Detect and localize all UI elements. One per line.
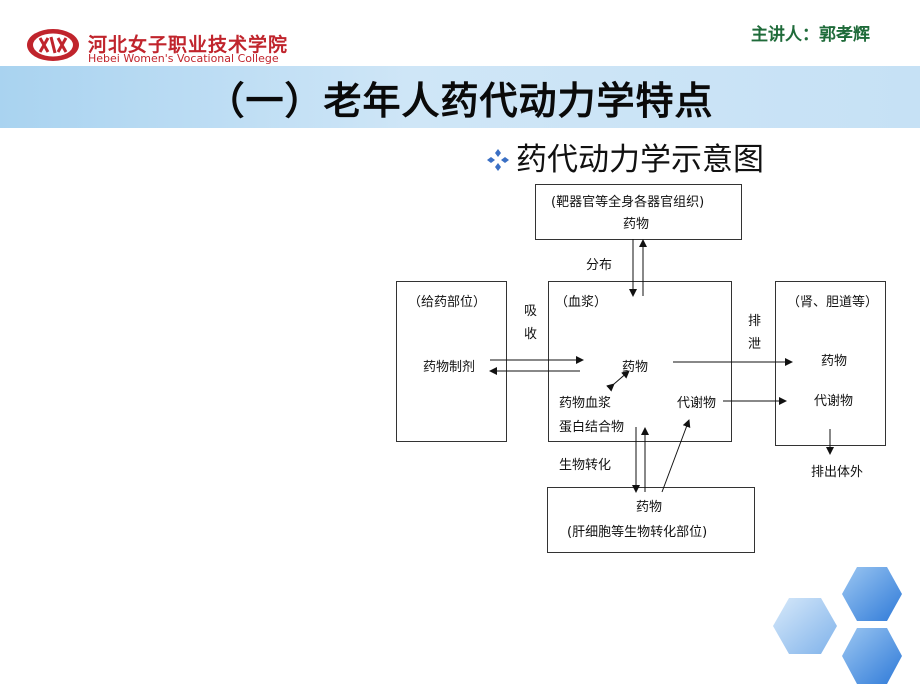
plasma-protein-bound-label-1: 药物血浆 [559,396,612,411]
college-emblem-icon [27,29,79,61]
distribution-label: 分布 [586,258,613,273]
liver-label: (肝细胞等生物转化部位) [567,525,708,540]
diamond-bullet-icon [487,149,509,171]
liver-drug: 药物 [636,500,663,515]
college-name-en: Hebei Women's Vocational College [88,52,279,65]
plasma-metabolite: 代谢物 [677,396,717,411]
hexagon-decoration [842,628,902,684]
target-organs-drug: 药物 [623,217,650,232]
slide-title: （一）老年人药代动力学特点 [206,79,714,123]
plasma-protein-bound-label-2: 蛋白结合物 [559,420,625,435]
biotransformation-label: 生物转化 [559,458,612,473]
kidney-bile-label: （肾、胆道等） [787,295,879,310]
speaker-label: 主讲人：郭孝辉 [751,25,870,45]
absorption-label-1: 吸 [524,304,538,319]
liver-box [547,487,755,553]
drug-formulation-label: 药物制剂 [423,360,476,375]
college-name-cn: 河北女子职业技术学院 [88,34,289,56]
kidney-bile-box [775,281,886,446]
target-organs-label: (靶器官等全身各器官组织) [551,195,705,210]
administration-site-box [396,281,507,442]
absorption-label-2: 收 [524,327,538,342]
slide-subtitle: 药代动力学示意图 [516,142,764,178]
hexagon-decoration [842,567,902,621]
hexagon-decoration [773,598,837,654]
excreted-outside-label: 排出体外 [811,465,864,480]
title-banner [0,66,920,128]
excretion-label-1: 排 [748,314,762,329]
kidney-drug: 药物 [821,354,848,369]
plasma-label: （血浆） [555,295,608,310]
college-logo: 河北女子职业技术学院 Hebei Women's Vocational Coll… [26,28,346,65]
decorative-hexagons [773,567,902,684]
plasma-drug: 药物 [622,360,649,375]
kidney-metabolite: 代谢物 [814,394,854,409]
administration-site-label: （给药部位） [408,295,487,310]
target-organs-box [535,184,742,240]
excretion-label-2: 泄 [748,337,762,352]
